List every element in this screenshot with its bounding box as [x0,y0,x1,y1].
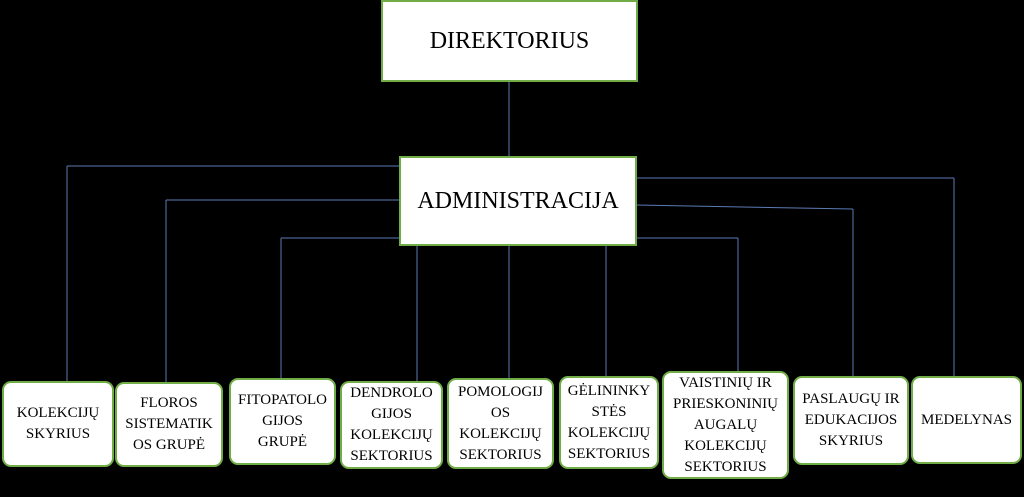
administration-label: ADMINISTRACIJA [417,187,619,214]
unit-label: FITOPATOLO GIJOS GRUPĖ [238,392,327,450]
unit-box-medelynas: MEDELYNAS [911,376,1022,464]
administration-box: ADMINISTRACIJA [399,156,637,246]
unit-label: VAISTINIŲ IR PRIESKONINIŲ AUGALŲ KOLEKCI… [673,374,778,475]
unit-box-kolekciju-skyrius: KOLEKCIJŲ SKYRIUS [2,381,114,467]
connector-paslaugu-h [635,204,854,210]
unit-box-fitopatologijos: FITOPATOLO GIJOS GRUPĖ [229,378,336,465]
unit-box-pomologijos: POMOLOGIJ OS KOLEKCIJŲ SEKTORIUS [447,378,554,469]
unit-label: KOLEKCIJŲ SKYRIUS [16,405,100,442]
unit-box-floros-sistematikos: FLOROS SISTEMATIK OS GRUPĖ [115,382,223,467]
unit-label: FLOROS SISTEMATIK OS GRUPĖ [125,395,213,453]
unit-box-gelininkystes: GĖLININKY STĖS KOLEKCIJŲ SEKTORIUS [559,376,659,469]
unit-label: POMOLOGIJ OS KOLEKCIJŲ SEKTORIUS [457,383,543,463]
director-label: DIREKTORIUS [429,27,590,54]
director-box: DIREKTORIUS [381,0,638,82]
unit-box-dendrologijos: DENDROLO GIJOS KOLEKCIJŲ SEKTORIUS [340,381,443,469]
unit-label: PASLAUGŲ IR EDUKACIJOS SKYRIUS [802,391,900,449]
unit-box-paslaugu: PASLAUGŲ IR EDUKACIJOS SKYRIUS [793,376,909,465]
unit-label: DENDROLO GIJOS KOLEKCIJŲ SEKTORIUS [350,385,433,464]
unit-label: MEDELYNAS [921,411,1012,428]
unit-label: GĖLININKY STĖS KOLEKCIJŲ SEKTORIUS [567,382,651,462]
unit-box-vaistiniu: VAISTINIŲ IR PRIESKONINIŲ AUGALŲ KOLEKCI… [662,371,789,479]
